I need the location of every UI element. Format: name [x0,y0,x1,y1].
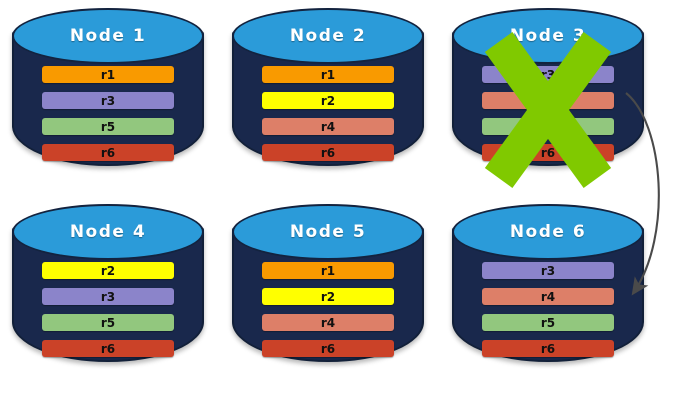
record-label: r4 [320,315,336,330]
record-list: r3 r4 r5 r6 [482,262,614,357]
node-title: Node 6 [509,222,587,242]
record-bar[interactable]: r6 [482,144,614,161]
record-label: r6 [320,145,336,160]
record-bar[interactable]: r5 [482,314,614,331]
record-label: r6 [100,341,116,356]
record-bar[interactable]: r2 [262,288,394,305]
record-bar[interactable]: r1 [42,66,174,83]
record-bar[interactable]: r3 [482,262,614,279]
record-list: r2 r3 r5 r6 [42,262,174,357]
record-label: r6 [540,341,556,356]
record-label: r6 [540,145,556,160]
node-title: Node 5 [289,222,367,242]
record-label: r4 [540,289,556,304]
node-cylinder-2[interactable]: r1 r2 r4 r6 Node 2 [232,8,424,188]
cylinder-top: Node 3 [452,8,644,64]
node-title: Node 3 [509,26,587,46]
cylinder-top: Node 4 [12,204,204,260]
record-label: r5 [540,119,556,134]
record-label: r1 [320,67,336,82]
node-title: Node 2 [289,26,367,46]
record-list: r1 r3 r5 r6 [42,66,174,161]
record-label: r3 [540,67,556,82]
record-bar[interactable]: r4 [482,288,614,305]
record-label: r6 [320,341,336,356]
node-cylinder-6[interactable]: r3 r4 r5 r6 Node 6 [452,204,644,384]
record-bar[interactable]: r4 [262,314,394,331]
record-list: r1 r2 r4 r6 [262,262,394,357]
record-label: r5 [100,315,116,330]
record-label: r2 [320,93,336,108]
node-cylinder-1[interactable]: r1 r3 r5 r6 Node 1 [12,8,204,188]
record-bar[interactable]: r3 [42,92,174,109]
record-bar[interactable]: r2 [262,92,394,109]
record-bar[interactable]: r6 [262,340,394,357]
record-label: r5 [540,315,556,330]
record-bar[interactable]: r5 [482,118,614,135]
record-bar[interactable]: r4 [262,118,394,135]
record-label: r6 [100,145,116,160]
node-title: Node 1 [69,26,147,46]
cylinder-top: Node 6 [452,204,644,260]
record-bar[interactable]: r6 [262,144,394,161]
cylinder-top: Node 2 [232,8,424,64]
record-bar[interactable]: r4 [482,92,614,109]
node-cylinder-5[interactable]: r1 r2 r4 r6 Node 5 [232,204,424,384]
record-list: r3 r4 r5 r6 [482,66,614,161]
node-title: Node 4 [69,222,147,242]
record-bar[interactable]: r1 [262,66,394,83]
record-label: r4 [540,93,556,108]
node-cylinder-4[interactable]: r2 r3 r5 r6 Node 4 [12,204,204,384]
record-bar[interactable]: r1 [262,262,394,279]
cylinder-top: Node 5 [232,204,424,260]
record-bar[interactable]: r6 [42,340,174,357]
record-bar[interactable]: r3 [42,288,174,305]
record-bar[interactable]: r2 [42,262,174,279]
record-label: r4 [320,119,336,134]
record-bar[interactable]: r5 [42,118,174,135]
record-bar[interactable]: r6 [482,340,614,357]
record-label: r1 [100,67,116,82]
node-cylinder-3[interactable]: r3 r4 r5 r6 Node 3 [452,8,644,188]
record-label: r2 [320,289,336,304]
cylinder-top: Node 1 [12,8,204,64]
record-label: r3 [100,93,116,108]
record-label: r3 [100,289,116,304]
record-bar[interactable]: r6 [42,144,174,161]
record-label: r3 [540,263,556,278]
record-label: r1 [320,263,336,278]
record-label: r5 [100,119,116,134]
record-bar[interactable]: r5 [42,314,174,331]
record-label: r2 [100,263,116,278]
record-bar[interactable]: r3 [482,66,614,83]
record-list: r1 r2 r4 r6 [262,66,394,161]
